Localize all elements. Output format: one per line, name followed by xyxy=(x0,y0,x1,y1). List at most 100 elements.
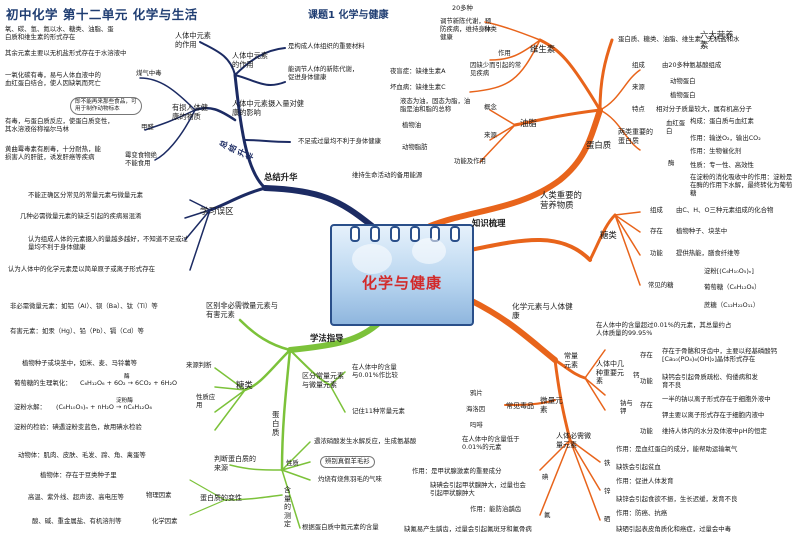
macro-micro-title: 区分常量元素与微量元素 xyxy=(302,372,344,389)
sg-common: 常见的糖 xyxy=(648,281,674,289)
fat-fn-label: 功能及作用 xyxy=(454,157,486,165)
pr-measure-label: 含量的测定 xyxy=(284,486,291,529)
nak-node: 钠与钾 xyxy=(620,399,633,415)
pr-src-1: 动物蛋白 xyxy=(670,77,696,85)
hb-node: 血红蛋白 xyxy=(666,119,686,135)
branch-knowledge: 知识梳理 xyxy=(472,218,506,228)
macro-title: 人体中几种重要元素 xyxy=(596,360,624,386)
vit-node: 维生素 xyxy=(530,44,556,54)
hb-fn: 作用：输送O₂，输出CO₂ xyxy=(690,134,761,142)
i-lack: 缺碘会引起甲状腺肿大，过量也会引起甲状腺肿大 xyxy=(430,481,526,497)
ca-fn: 缺钙会引起骨质疏松、佝偻病和发育不良 xyxy=(662,373,758,389)
bl-protein-node: 蛋白质 xyxy=(272,410,280,438)
intake-note: 不足或过量均不利于身体健康 xyxy=(298,137,382,145)
enz-fn: 作用：生物催化剂 xyxy=(690,147,742,155)
ca-node: 钙 xyxy=(633,371,640,379)
nak-exist-label: 存在 xyxy=(640,401,653,409)
branch-summary: 总结升华 xyxy=(264,172,298,182)
center-topic-card: 化学与健康 xyxy=(330,224,474,326)
pr-two-title: 两类重要的蛋白质 xyxy=(618,128,653,145)
f-lack: 缺氟易产生龋齿，过量会引起氟斑牙和氟骨病 xyxy=(404,525,532,533)
glu-ox-eq: C₆H₁₂O₆ + 6O₂ → 6CO₂ + 6H₂O xyxy=(80,379,178,387)
fe-node: 铁 xyxy=(604,459,611,467)
na-exist: 一半的钠以离子形式存在于细胞外液中 xyxy=(662,395,771,403)
capsule-decoration-icon xyxy=(412,238,446,264)
k-exist: 钾主要以离子形式存在于细胞内液中 xyxy=(662,411,765,419)
f-fn: 作用：能防治龋齿 xyxy=(470,505,522,513)
fe-fn: 作用：是血红蛋白的成分，能帮助运输氧气 xyxy=(616,445,738,453)
toxic-title: 常见毒品 xyxy=(506,402,534,410)
pr-prop-2: 辨别真假羊毛衫 xyxy=(320,456,375,468)
fat-src-label: 来源 xyxy=(484,131,497,139)
mistake-3: 认为组成人体的元素摄入的量越多越好，不知道不足或过量均不利于身体健康 xyxy=(28,235,188,251)
zn-fn: 作用：促进人体发育 xyxy=(616,477,674,485)
pr-comp: 由20多种氨基酸组成 xyxy=(662,61,722,69)
pr-prop-label: 性质 xyxy=(286,459,299,467)
formaldehyde-note: 即不能再来那些食品，可用于制作动物标本 xyxy=(70,97,142,115)
pr-feat: 相对分子质量较大，属有机高分子 xyxy=(656,105,752,113)
fat-concept-label: 概念 xyxy=(484,103,497,111)
trace-node: 微量元素 xyxy=(540,396,563,415)
mold-text: 黄曲霉毒素有剧毒，十分耐热，能损害人的肝脏，诱发肝癌等疾病 xyxy=(5,145,101,161)
binder-ring-icon xyxy=(370,226,380,242)
sugar-node: 糖类 xyxy=(600,230,617,240)
fat-concept: 液态为油，固态为脂，油脂是油和脂的总称 xyxy=(400,97,471,113)
binder-ring-icon xyxy=(410,226,420,242)
phys-text: 高温、紫外线、超声波、高电压等 xyxy=(28,493,124,501)
enzyme-node: 酶 xyxy=(668,159,675,167)
six-nutrients-list: 蛋白质、糖类、油脂、维生素、无机盐和水 xyxy=(618,35,740,43)
sucrose-formula: 蔗糖（C₁₂H₂₂O₁₁） xyxy=(704,301,760,309)
distinguish-title: 区别非必需微量元素与有害元素 xyxy=(206,301,278,319)
toxic-3: 吗啡 xyxy=(470,421,483,429)
branch-elements-health: 化学元素与人体健康 xyxy=(512,302,573,321)
trunk-right xyxy=(468,238,592,262)
se-node: 硒 xyxy=(604,515,611,523)
fe-lack: 缺铁会引起贫血 xyxy=(616,463,661,471)
trunk-top-right xyxy=(427,107,603,229)
mold-label: 霉变食物绝不能食用 xyxy=(125,151,157,167)
role2-text: 能调节人体的新陈代谢，促进身体健康 xyxy=(288,65,359,81)
starch-test: 淀粉的检验：碘遇淀粉变蓝色，故用碘水检验 xyxy=(14,423,142,431)
intake-title: 人体中元素摄入量对健康的影响 xyxy=(232,99,304,117)
vit-fn-label: 作用 xyxy=(498,49,511,57)
pr-comp-label: 组成 xyxy=(632,61,645,69)
page-title: 初中化学 第十二单元 化学与生活 xyxy=(6,7,198,22)
pr-src-2: 植物体：存在于豆类种子里 xyxy=(40,471,117,479)
i-fn: 作用：是甲状腺激素的重要成分 xyxy=(412,467,502,475)
se-fn: 作用：防癌、抗癌 xyxy=(616,509,668,517)
pr-denat-title: 蛋白质的变性 xyxy=(200,494,242,502)
bl-sugar-node: 糖类 xyxy=(236,380,253,390)
binder-ring-icon xyxy=(450,226,460,242)
fat-src-1: 植物油 xyxy=(402,121,422,129)
vit-count: 20多种 xyxy=(452,4,473,12)
formaldehyde-label: 甲醛 xyxy=(141,123,154,131)
binder-ring-icon xyxy=(390,226,400,242)
hb-comp: 构成：蛋白质与血红素 xyxy=(690,117,754,125)
sugar-src-label: 来源判断 xyxy=(186,361,212,369)
pill-decoration-icon xyxy=(352,244,392,274)
starch-hyd-label: 淀粉水解： xyxy=(14,403,46,411)
mm-2: 记住11种常量元素 xyxy=(352,407,405,415)
page-subtitle: 课题1 化学与健康 xyxy=(308,10,389,21)
sg-fn-label: 功能 xyxy=(650,249,663,257)
starch-hyd-cat: 淀粉酶 xyxy=(116,398,133,404)
props-label: 性质应用 xyxy=(196,393,216,409)
other-elems-text: 其余元素主要以无机盐形式存在于水溶液中 xyxy=(5,49,127,57)
macro-def: 在人体中的含量超过0.01%的元素，其总量约占人体质量的99.95% xyxy=(596,321,732,337)
toxic-1: 鸦片 xyxy=(470,389,483,397)
hcho-text: 有毒，与蛋白质反应，使蛋白质变性，其水溶液俗称福尔马林 xyxy=(5,117,114,133)
starch-formula: 淀粉[(C₆H₁₀O₅)ₙ] xyxy=(704,267,754,275)
ca-fn-label: 功能 xyxy=(640,377,653,385)
mistake-1: 不能正确区分常见的常量元素与微量元素 xyxy=(28,191,144,199)
binder-ring-icon xyxy=(350,226,360,242)
enz-example: 在淀粉的消化吸收中的作用：淀粉是在酶的作用下水解，最终转化为葡萄糖 xyxy=(690,173,793,197)
center-title: 化学与健康 xyxy=(361,274,442,292)
nonessential-text: 非必需微量元素：如铝（Al）、钡（Ba）、钛（Ti）等 xyxy=(10,302,158,310)
mistake-2: 几种必需微量元素的缺乏引起的疾病易混淆 xyxy=(20,212,142,220)
harmful-title: 有损人体健康的物质 xyxy=(172,103,208,121)
glucose-formula: 葡萄糖（C₆H₁₂O₆） xyxy=(704,283,761,291)
elem-list-text: 氧、碳、氢、氮以水、糖类、油脂、蛋白质和维生素的形式存在 xyxy=(5,25,114,41)
glu-ox-label: 葡萄糖的生理氧化： xyxy=(14,379,72,387)
